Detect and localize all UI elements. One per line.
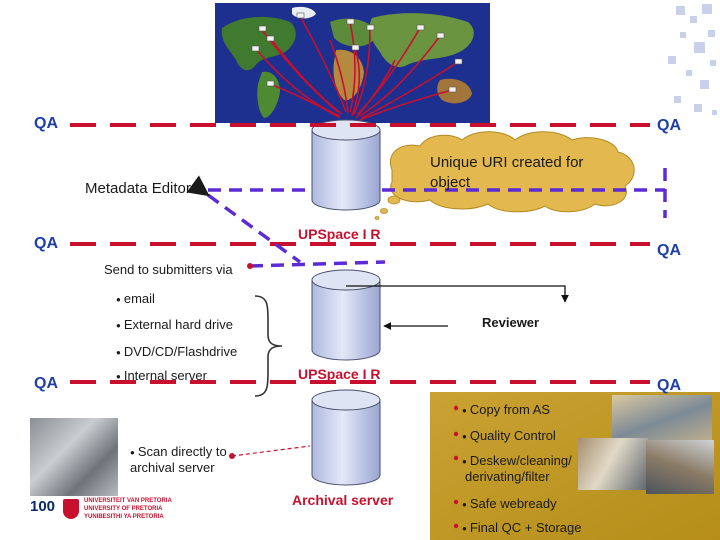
qa-label-right-3: QA (657, 377, 681, 394)
logo-line-3: YUNIBESITHI YA PRETORIA (84, 514, 164, 520)
logo-line-2: UNIVERSITY OF PRETORIA (84, 506, 163, 512)
cloud-tail-dots (374, 195, 401, 220)
metadata-editor-arrow (186, 175, 302, 264)
send-item-internal-server: Internal server (116, 368, 207, 383)
qa-label-left-3: QA (34, 375, 58, 392)
scan-line-2: archival server (130, 460, 215, 475)
archive-step-copy: Copy from AS (462, 402, 550, 417)
qa-label-right-1: QA (657, 117, 681, 134)
qa-label-left-1: QA (34, 115, 58, 132)
send-to-submitters-title: Send to submitters via (104, 262, 233, 277)
send-to-submitters-connector (249, 260, 386, 268)
archive-step-quality-control: Quality Control (462, 428, 556, 443)
connection-curves (254, 15, 459, 121)
archive-step-safe-webready: Safe webready (462, 496, 557, 511)
archival-server-cylinder (311, 389, 381, 486)
reviewer-box (448, 300, 644, 350)
logo-centenary-number: 100 (30, 498, 56, 515)
qa-label-left-2: QA (34, 235, 58, 252)
logo-line-1: UNIVERSITEIT VAN PRETORIA (84, 498, 172, 504)
logo-crest-icon (63, 499, 79, 519)
scan-connector-dot (229, 453, 235, 459)
staff-photo-2 (578, 438, 648, 490)
repository-cylinder-top (311, 119, 381, 211)
university-logo: 100 UNIVERSITEIT VAN PRETORIA UNIVERSITY… (30, 498, 190, 528)
decorative-squares (668, 4, 717, 115)
uri-cloud-line-2: object (430, 174, 471, 191)
archive-step-deskew: Deskew/cleaning/ (462, 453, 572, 468)
repository-cylinder-middle (311, 269, 381, 361)
reviewer-arrows (346, 285, 569, 330)
reviewer-label: Reviewer (482, 315, 540, 330)
map-site-markers (251, 12, 463, 93)
send-item-external-hard-drive: External hard drive (116, 317, 233, 332)
uri-cloud-line-1: Unique URI created for (430, 154, 584, 171)
uri-cloud-shape (389, 131, 635, 213)
staff-photo-3 (646, 440, 714, 494)
scan-line-1: Scan directly to (130, 444, 227, 459)
qa-label-right-2: QA (657, 242, 681, 259)
metadata-editor-label: Metadata Editor (85, 180, 191, 197)
archive-step-final-qc: Final QC + Storage (462, 520, 582, 535)
repository-middle-label: UPSpace I R (298, 366, 381, 382)
archive-step-deskew-cont: derivating/filter (465, 469, 550, 484)
send-connector-dot (247, 263, 253, 269)
submitters-brace (254, 295, 283, 397)
purple-dashed-connectors (208, 168, 667, 218)
archival-server-label: Archival server (292, 492, 394, 508)
scan-connector (231, 445, 311, 457)
archive-panel-dots (453, 405, 459, 529)
send-item-dvd-cd-flashdrive: DVD/CD/Flashdrive (116, 344, 237, 359)
repository-top-label: UPSpace I R (298, 226, 381, 242)
send-item-email: email (116, 291, 155, 306)
scanner-photo (30, 418, 118, 496)
